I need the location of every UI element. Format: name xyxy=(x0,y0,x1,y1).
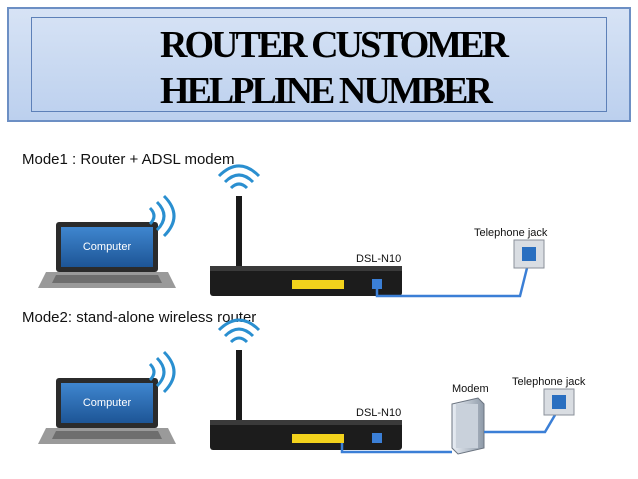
banner-frame xyxy=(31,17,607,112)
mode1-telephone-jack: Telephone jack xyxy=(474,227,548,269)
mode1-laptop: Computer xyxy=(38,222,176,288)
mode2-router: DSL-N10 xyxy=(210,350,402,450)
mode2-modem-label: Modem xyxy=(452,383,489,395)
mode1-router: DSL-N10 xyxy=(210,196,402,296)
mode2-router-wifi-icon xyxy=(217,318,261,344)
mode1-router-label: DSL-N10 xyxy=(356,253,401,265)
mode1-jack-label: Telephone jack xyxy=(474,227,548,239)
mode1-laptop-wifi-icon xyxy=(148,194,176,238)
mode2-label: Mode2: stand-alone wireless router xyxy=(22,309,257,326)
mode2-phone-cable xyxy=(484,414,557,434)
mode2-lan-ports xyxy=(292,434,344,443)
mode2-laptop-wifi-icon xyxy=(148,350,176,394)
mode2-computer-label: Computer xyxy=(83,397,132,409)
mode2-laptop: Computer xyxy=(38,378,176,444)
mode1-lan-ports xyxy=(292,280,344,289)
mode1-dsl-port xyxy=(372,279,382,289)
title-banner xyxy=(7,7,631,122)
page-title: ROUTER CUSTOMER HELPLINE NUMBER xyxy=(160,24,509,112)
mode2-telephone-jack: Telephone jack xyxy=(512,376,586,416)
mode1-label: Mode1 : Router + ADSL modem xyxy=(22,151,235,168)
mode2-router-label: DSL-N10 xyxy=(356,407,401,419)
mode2-router-antenna xyxy=(236,350,242,424)
mode2-modem: Modem xyxy=(451,383,489,455)
mode1-router-antenna xyxy=(236,196,242,270)
mode2-ethernet-cable xyxy=(340,443,452,454)
mode1-computer-label: Computer xyxy=(83,241,132,253)
mode2-wan-port xyxy=(372,433,382,443)
mode1-router-wifi-icon xyxy=(217,164,261,190)
mode1-phone-cable xyxy=(375,267,529,298)
mode2-jack-label: Telephone jack xyxy=(512,376,586,388)
